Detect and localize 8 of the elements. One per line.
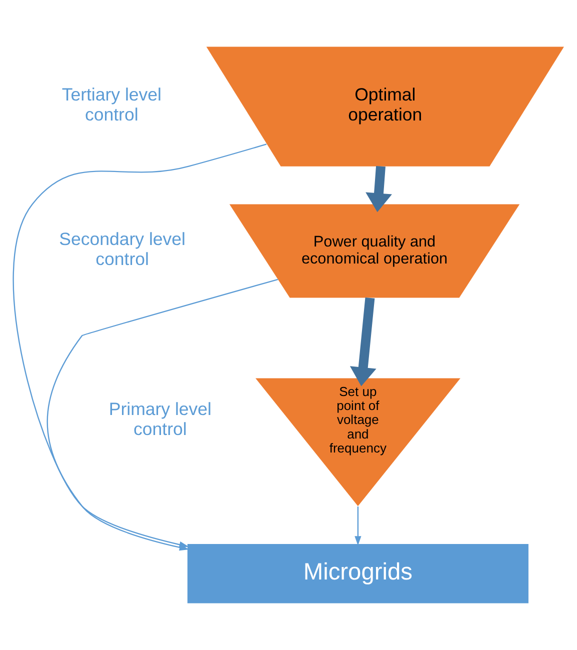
node-box: Microgrids [187, 544, 528, 604]
arrow [366, 166, 392, 212]
arrow [354, 506, 362, 546]
label: Secondary level control [59, 229, 186, 270]
label: Tertiary level control [62, 84, 162, 125]
arrow [350, 298, 376, 386]
arrow [46, 278, 278, 551]
label: Primary level control [108, 398, 212, 440]
